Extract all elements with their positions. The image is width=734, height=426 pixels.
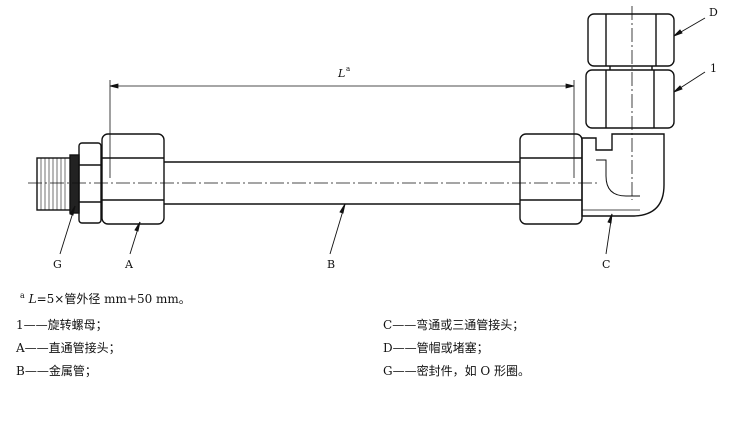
footnote-mark: a (20, 291, 25, 300)
footnote-variable: L (28, 292, 37, 306)
legend-key: D (383, 341, 393, 355)
legend-text: ——密封件，如 O 形圈。 (392, 364, 531, 378)
label-B: B (327, 258, 335, 271)
legend-text: ——直通管接头； (24, 341, 121, 355)
label-C: C (602, 258, 610, 271)
footnote: a L=5×管外径 mm+50 mm。 (20, 290, 191, 307)
legend-text: ——旋转螺母； (23, 318, 108, 332)
label-G: G (53, 258, 62, 271)
label-1: 1 (710, 62, 717, 75)
metal-tube (164, 161, 520, 205)
legend-item-1: 1——旋转螺母； (16, 316, 108, 333)
legend-key: G (383, 364, 393, 378)
legend-text: ——管帽或堵塞； (392, 341, 489, 355)
legend-item-G: G——密封件，如 O 形圈。 (383, 362, 530, 379)
legend-text: ——弯通或三通管接头； (392, 318, 525, 332)
legend-text: ——金属管； (24, 364, 97, 378)
dim-label-superscript: a (346, 65, 350, 73)
legend-item-C: C——弯通或三通管接头； (383, 316, 524, 333)
legend-key: A (16, 341, 25, 355)
legend-key: 1 (16, 318, 24, 332)
dim-label-L: L (337, 67, 345, 80)
legend-item-A: A——直通管接头； (16, 339, 121, 356)
centerlines (28, 6, 633, 200)
cap-plug (587, 13, 675, 70)
union-nut-left (101, 133, 165, 225)
threaded-stud (36, 157, 72, 211)
dimension-line (109, 80, 575, 178)
legend-key: B (16, 364, 25, 378)
swivel-nut-vertical (585, 69, 675, 129)
label-D: D (709, 6, 718, 19)
legend-item-D: D——管帽或堵塞； (383, 339, 489, 356)
legend-key: C (383, 318, 393, 332)
legend-item-B: B——金属管； (16, 362, 97, 379)
footnote-text: =5×管外径 mm+50 mm。 (36, 292, 191, 306)
union-nut-right (519, 133, 583, 225)
seal-ring (69, 154, 80, 214)
label-A: A (124, 258, 134, 271)
leader-lines (59, 17, 706, 255)
elbow-fitting (581, 133, 665, 217)
